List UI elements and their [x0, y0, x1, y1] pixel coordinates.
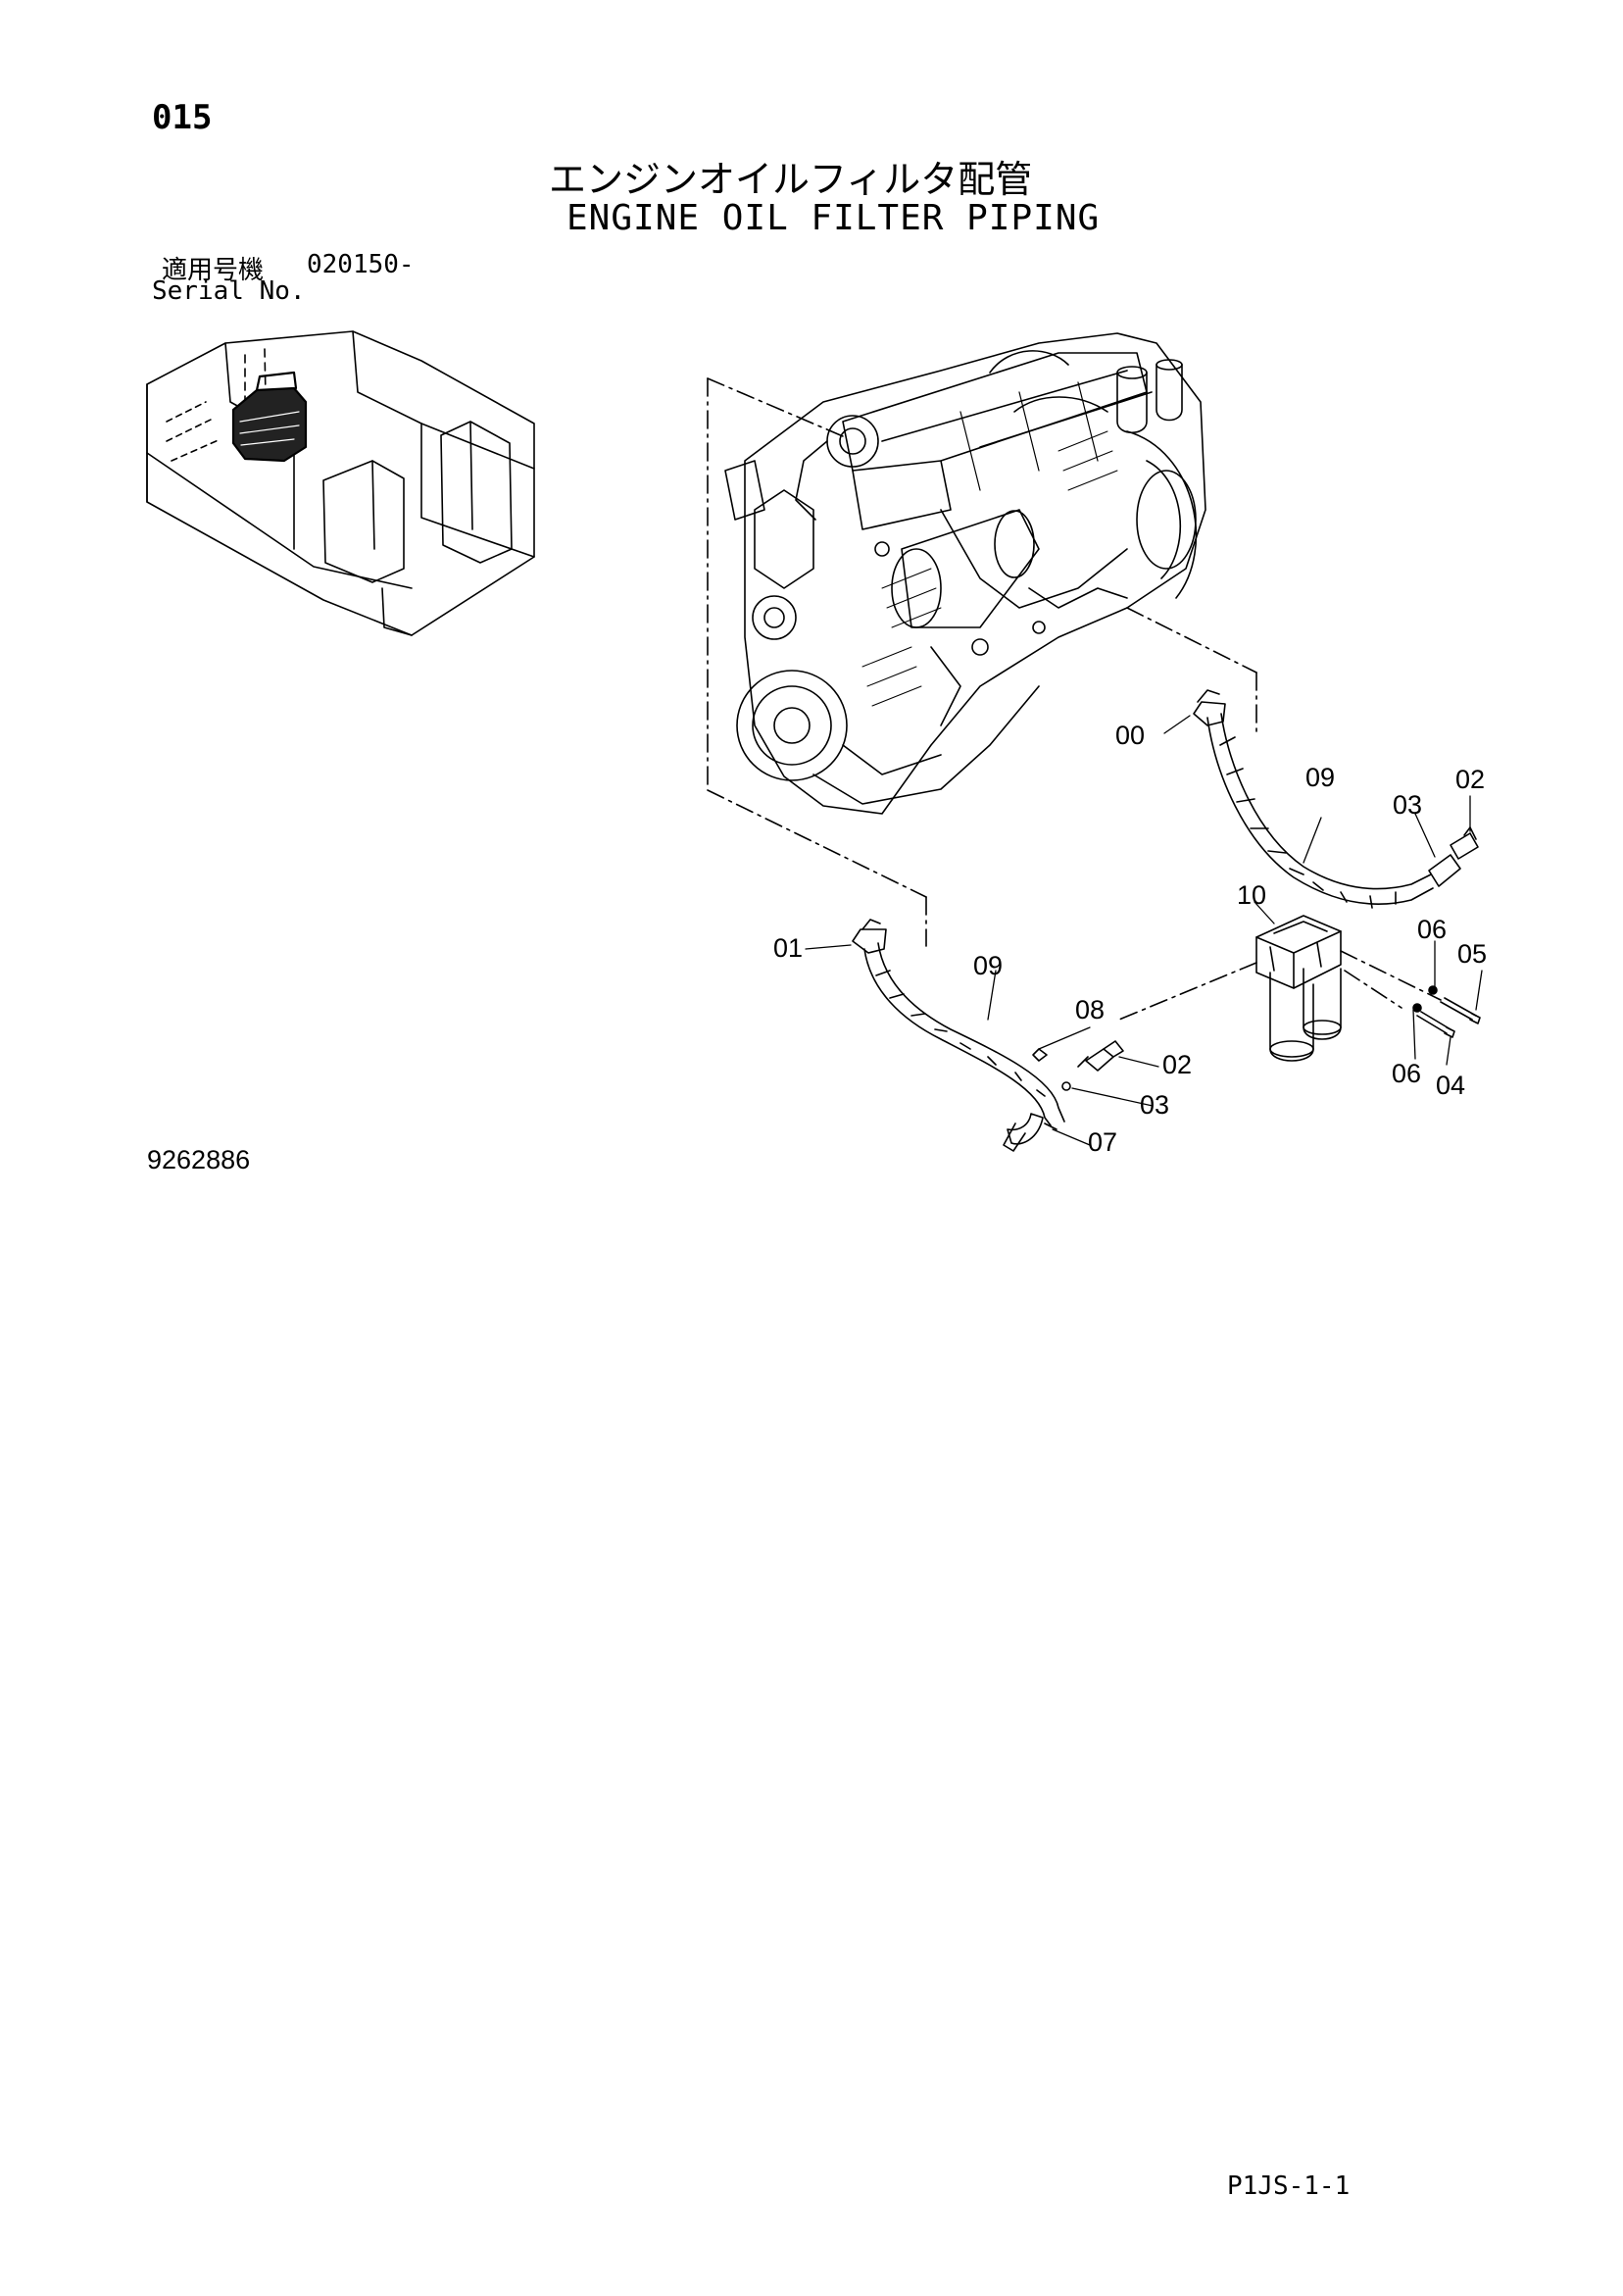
title-english: ENGINE OIL FILTER PIPING: [566, 198, 1101, 238]
callout-06-upper: 06: [1417, 915, 1448, 944]
page-number: 015: [152, 98, 213, 137]
callout-03-lower: 03: [1140, 1090, 1170, 1120]
callout-01: 01: [773, 933, 804, 963]
engine-assembly-drawing: [707, 332, 1257, 947]
callout-08: 08: [1075, 995, 1106, 1024]
sheet-code: P1JS-1-1: [1227, 2171, 1351, 2201]
callout-06-lower: 06: [1392, 1059, 1422, 1088]
callout-00: 00: [1115, 721, 1146, 750]
title-japanese: エンジンオイルフィルタ配管: [549, 158, 1033, 201]
drawing-number: 9262886: [147, 1145, 251, 1174]
fitting-parts: [1032, 985, 1481, 1091]
lower-oil-hose: [852, 919, 1065, 1152]
callout-07: 07: [1088, 1127, 1118, 1157]
serial-label-japanese: 適用号機: [162, 256, 265, 285]
callout-02-upper: 02: [1455, 765, 1486, 794]
engine-highlight-icon: [231, 371, 308, 463]
serial-label-english: Serial No.: [152, 276, 306, 306]
oil-filter-assembly: [1118, 915, 1442, 1062]
serial-value: 020150-: [307, 250, 415, 279]
callout-04: 04: [1436, 1071, 1466, 1100]
callout-05: 05: [1457, 939, 1488, 969]
callout-02-lower: 02: [1162, 1050, 1193, 1079]
callout-09-upper: 09: [1305, 763, 1336, 792]
machine-locator-sketch: [146, 330, 535, 636]
callout-03-upper: 03: [1393, 790, 1423, 820]
callout-10: 10: [1237, 880, 1267, 910]
upper-oil-hose: [1193, 689, 1479, 909]
callout-09-lower: 09: [973, 951, 1004, 980]
leader-lines: [805, 715, 1483, 1146]
